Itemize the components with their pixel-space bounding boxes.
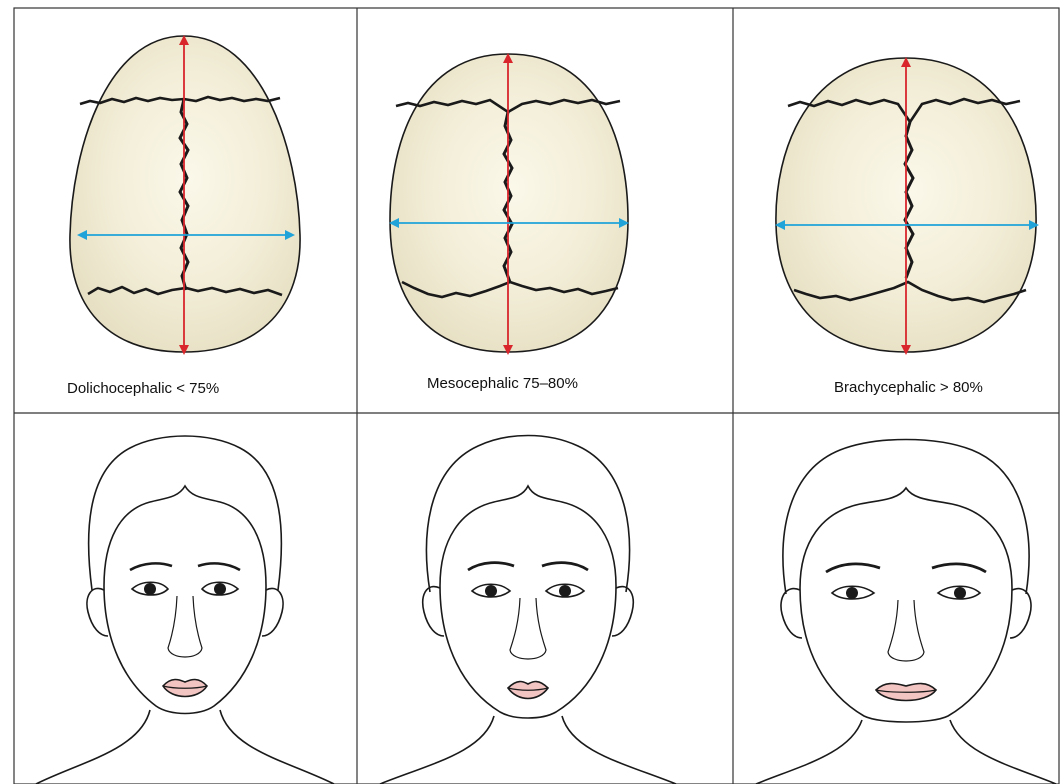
skull-label: Brachycephalic > 80% bbox=[834, 379, 983, 396]
face-dolichocephalic bbox=[36, 436, 334, 784]
nose bbox=[510, 598, 546, 659]
skull-top-view-icon bbox=[70, 36, 300, 352]
right-ear bbox=[1010, 589, 1031, 638]
left-eye bbox=[132, 582, 168, 595]
hairline bbox=[800, 488, 1012, 588]
left-eyebrow bbox=[130, 563, 172, 570]
left-eye bbox=[472, 584, 510, 597]
hairline bbox=[440, 486, 616, 586]
neck bbox=[380, 716, 676, 784]
skull-dolichocephalic: Dolichocephalic < 75% bbox=[67, 36, 300, 397]
face-front-view-icon bbox=[783, 440, 1029, 595]
right-eye bbox=[938, 586, 980, 599]
right-eye bbox=[546, 584, 584, 597]
nose bbox=[888, 600, 924, 661]
right-eyebrow bbox=[198, 563, 240, 570]
right-eye bbox=[202, 582, 238, 595]
face-outline bbox=[800, 588, 1012, 722]
neck bbox=[36, 710, 334, 784]
right-eyebrow bbox=[932, 564, 986, 572]
face-brachycephalic bbox=[756, 440, 1056, 784]
neck bbox=[756, 720, 1056, 784]
right-eyebrow bbox=[542, 563, 588, 570]
face-front-view-icon bbox=[426, 436, 629, 593]
skull-label: Dolichocephalic < 75% bbox=[67, 380, 219, 397]
hairline bbox=[104, 486, 266, 586]
skull-mesocephalic: Mesocephalic 75–80% bbox=[390, 54, 628, 392]
skull-brachycephalic: Brachycephalic > 80% bbox=[776, 58, 1036, 396]
skull-label: Mesocephalic 75–80% bbox=[427, 375, 578, 392]
face-mesocephalic bbox=[380, 436, 676, 784]
left-ear bbox=[781, 589, 802, 638]
nose bbox=[168, 596, 202, 657]
left-eyebrow bbox=[826, 564, 880, 572]
face-front-view-icon bbox=[89, 436, 282, 590]
left-eye bbox=[832, 586, 874, 599]
left-eyebrow bbox=[468, 563, 514, 570]
